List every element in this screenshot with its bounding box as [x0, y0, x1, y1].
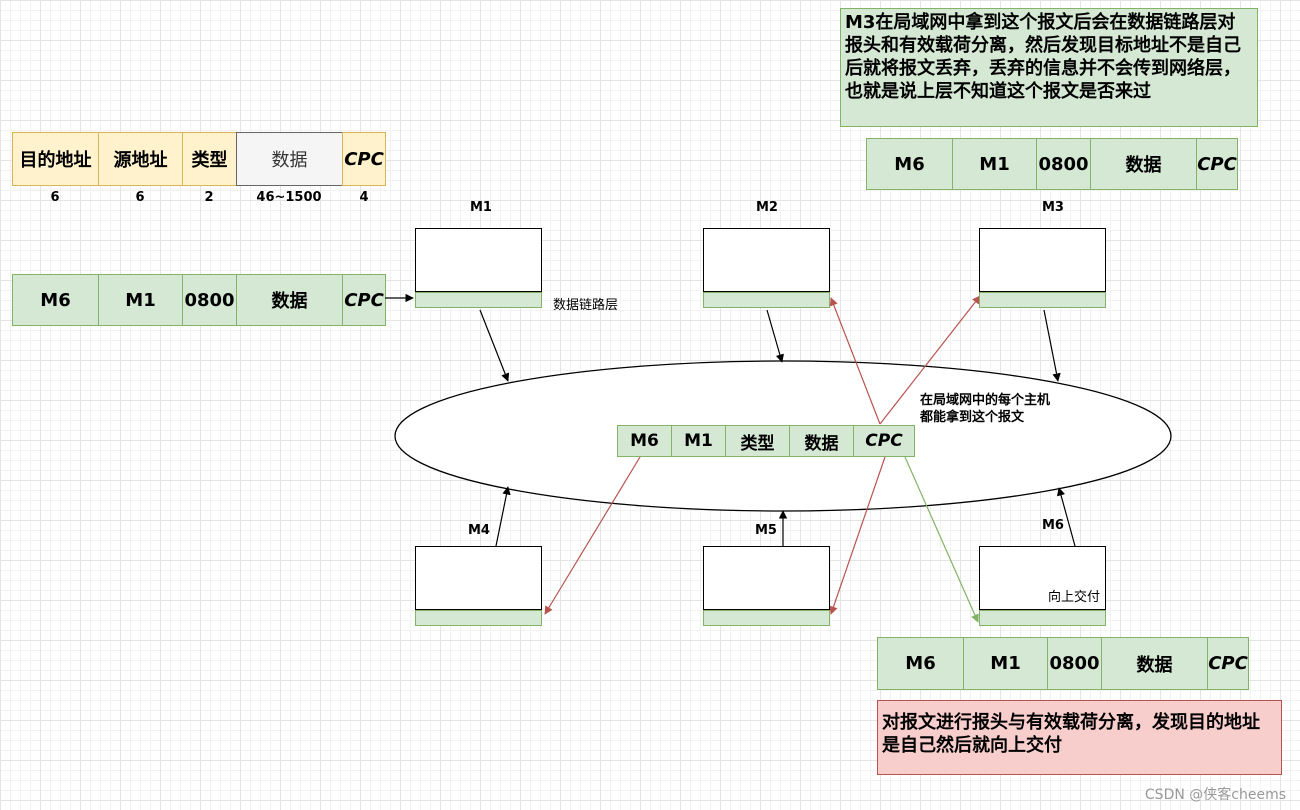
host-label-m4: M4 — [468, 523, 490, 538]
host-label-m2: M2 — [756, 200, 778, 215]
host-box — [703, 228, 830, 292]
frame-cell: 0800 — [182, 274, 236, 326]
frame-cell: CPC — [1207, 637, 1249, 690]
data-link-layer-bar — [979, 292, 1106, 308]
data-field: 数据 — [236, 132, 342, 186]
crc-field: CPC — [342, 132, 386, 186]
host-m1 — [415, 228, 542, 308]
type-field: 类型 — [182, 132, 236, 186]
m3-discard-note: M3在局域网中拿到这个报文后会在数据链路层对报头和有效载荷分离，然后发现目标地址… — [840, 8, 1258, 127]
source-size: 6 — [135, 190, 145, 205]
arrow-m4-to-lan — [495, 486, 511, 547]
frame-cell: CPC — [342, 274, 386, 326]
arrow-m2-to-lan — [766, 309, 784, 363]
dest-address-field: 目的地址 — [12, 132, 98, 186]
dest-size: 6 — [50, 190, 60, 205]
broadcast-note: 在局域网中的每个主机都能拿到这个报文 — [920, 393, 1051, 425]
arrow-m6-to-lan — [1056, 487, 1076, 547]
frame-cell: M1 — [963, 637, 1047, 690]
red-arrow-to-m4 — [544, 456, 641, 615]
frame-cell: 0800 — [1036, 138, 1090, 190]
data-link-layer-bar — [415, 292, 542, 308]
frame-cell: M6 — [877, 637, 963, 690]
host-label-m1: M1 — [470, 200, 492, 215]
frame-cell: 类型 — [725, 425, 789, 457]
deliver-up-label: 向上交付 — [1048, 590, 1101, 605]
frame-cell: 数据 — [1090, 138, 1196, 190]
data-link-layer-label: 数据链路层 — [553, 298, 619, 313]
frame-center: M6 M1 类型 数据 CPC — [617, 425, 915, 457]
frame-format-header: 目的地址 源地址 类型 数据 CPC — [12, 132, 386, 186]
data-link-layer-bar — [415, 610, 542, 626]
data-link-layer-bar — [703, 610, 830, 626]
m6-deliver-note: 对报文进行报头与有效载荷分离，发现目的地址是自己然后就向上交付 — [877, 700, 1282, 775]
frame-left: M6 M1 0800 数据 CPC — [12, 274, 386, 326]
data-link-layer-bar — [979, 610, 1106, 626]
host-m6 — [979, 546, 1106, 626]
frame-cell: M1 — [98, 274, 182, 326]
green-arrow-to-m6 — [904, 456, 979, 623]
frame-cell: 0800 — [1047, 637, 1101, 690]
arrow-m3-to-lan — [1043, 309, 1061, 382]
host-m2 — [703, 228, 830, 308]
frame-cell: CPC — [1196, 138, 1238, 190]
crc-size: 4 — [359, 190, 369, 205]
source-address-field: 源地址 — [98, 132, 182, 186]
host-box — [979, 546, 1106, 610]
host-m5 — [703, 546, 830, 626]
frame-cell: 数据 — [236, 274, 342, 326]
frame-cell: M1 — [671, 425, 725, 457]
frame-cell: M6 — [866, 138, 952, 190]
host-label-m3: M3 — [1042, 200, 1064, 215]
host-label-m5: M5 — [755, 523, 777, 538]
host-box — [415, 228, 542, 292]
red-arrow-to-m2 — [829, 297, 881, 425]
host-box — [979, 228, 1106, 292]
red-arrow-to-m3 — [879, 295, 981, 425]
host-box — [703, 546, 830, 610]
frame-cell: CPC — [853, 425, 915, 457]
host-m4 — [415, 546, 542, 626]
data-link-layer-bar — [703, 292, 830, 308]
frame-bottom-right: M6 M1 0800 数据 CPC — [877, 637, 1249, 690]
frame-top-right: M6 M1 0800 数据 CPC — [866, 138, 1238, 190]
arrow-m1-to-lan — [479, 309, 510, 382]
host-label-m6: M6 — [1042, 518, 1064, 533]
frame-cell: M6 — [617, 425, 671, 457]
host-box — [415, 546, 542, 610]
frame-cell: 数据 — [1101, 637, 1207, 690]
frame-cell: M1 — [952, 138, 1036, 190]
frame-cell: M6 — [12, 274, 98, 326]
frame-cell: 数据 — [789, 425, 853, 457]
data-size: 46~1500 — [256, 190, 322, 205]
host-m3 — [979, 228, 1106, 308]
watermark: CSDN @侠客cheems — [1144, 787, 1286, 803]
type-size: 2 — [204, 190, 214, 205]
red-arrow-to-m5 — [829, 456, 886, 615]
